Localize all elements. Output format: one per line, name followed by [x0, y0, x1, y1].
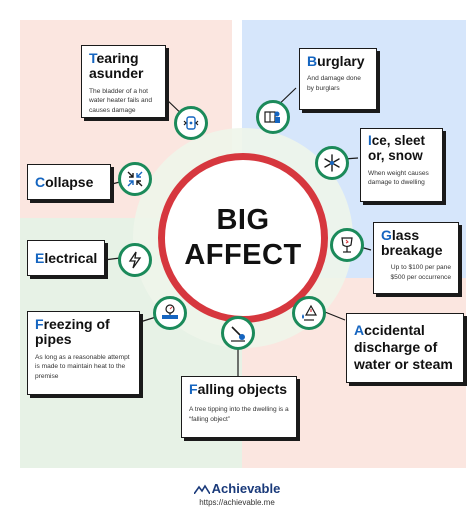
node-glass [330, 228, 364, 262]
card-electrical: Electrical [27, 240, 105, 276]
card-sub-glass-2: $500 per occurrence [390, 274, 451, 282]
card-title-tearing: Tearing asunder [89, 50, 144, 82]
card-sub-falling: A tree tipping into the dwelling is a “f… [189, 406, 289, 423]
card-title-accidental: Accidental discharge of water or steam [354, 322, 453, 372]
card-accidental-discharge: Accidental discharge of water or steam [346, 313, 464, 383]
node-collapse [118, 162, 152, 196]
card-title-glass: Glass breakage [381, 227, 443, 259]
leak-icon [302, 304, 318, 321]
card-collapse: Collapse [27, 164, 111, 200]
node-accidental [292, 296, 326, 330]
card-freezing-of-pipes: Freezing of pipes As long as a reasonabl… [27, 311, 140, 395]
footer-url[interactable]: https://achievable.me [199, 498, 275, 507]
collapse-icon [127, 171, 143, 187]
brand-name: Achievable [211, 481, 281, 496]
card-glass-breakage: Glass breakage Up to $100 per pane $500 … [373, 222, 459, 294]
card-sub-freezing: As long as a reasonable attempt is made … [35, 353, 130, 380]
card-tearing-asunder: Tearing asunder The bladder of a hot wat… [81, 45, 166, 118]
snowflake-icon [324, 154, 340, 172]
big-affect-center: BIG AFFECT [158, 153, 328, 323]
mountain-logo-icon [193, 484, 211, 495]
card-title-freezing: Freezing of pipes [35, 316, 110, 348]
burglar-icon [264, 111, 280, 123]
center-line-2: AFFECT [184, 239, 302, 271]
card-sub-glass-1: Up to $100 per pane [390, 263, 451, 271]
card-title-collapse: Collapse [35, 174, 94, 190]
card-burglary: Burglary And damage done by burglars [299, 48, 377, 110]
card-ice-sleet-snow: Ice, sleet or, snow When weight causes d… [360, 128, 443, 202]
card-sub-tearing: The bladder of a hot water heater fails … [89, 87, 153, 114]
card-title-ice: Ice, sleet or, snow [368, 133, 426, 163]
falling-object-icon [231, 326, 245, 342]
card-title-falling: Falling objects [189, 381, 288, 397]
card-sub-ice: When weight causes damage to dwelling [368, 169, 429, 187]
center-line-1: BIG [216, 204, 270, 237]
node-tearing [174, 106, 208, 140]
node-falling [221, 316, 255, 350]
node-ice [315, 146, 349, 180]
card-falling-objects: Falling objects A tree tipping into the … [181, 376, 297, 438]
footer-brand: Achievable [0, 481, 474, 496]
card-title-electrical: Electrical [35, 250, 98, 266]
node-freezing [153, 296, 187, 330]
glass-icon [341, 237, 353, 253]
water-heater-icon [183, 116, 199, 130]
card-sub-burglary: And damage done by burglars [307, 75, 361, 92]
card-title-burglary: Burglary [307, 53, 365, 69]
node-electrical [118, 243, 152, 277]
lightning-icon [128, 251, 142, 269]
pipe-gauge-icon [162, 304, 178, 319]
node-burglary [256, 100, 290, 134]
